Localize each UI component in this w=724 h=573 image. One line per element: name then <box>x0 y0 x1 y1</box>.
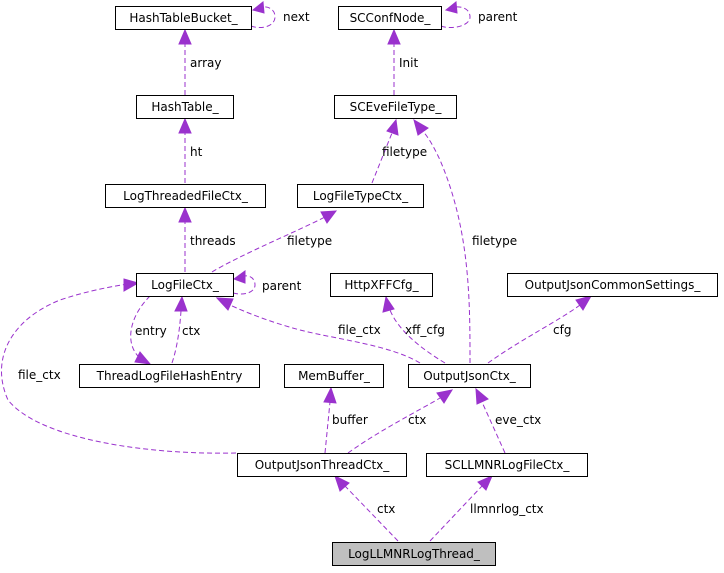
node-sc-conf-node[interactable]: SCConfNode_ <box>338 6 442 30</box>
edge-label-buffer: buffer <box>332 413 368 427</box>
edge-label-conf-parent: parent <box>478 10 518 24</box>
edge-array: array <box>178 28 221 95</box>
edge-cfg: cfg <box>487 295 593 364</box>
node-scllmnr-log-file-ctx[interactable]: SCLLMNRLogFileCtx_ <box>426 453 588 477</box>
edge-ctx-thread: ctx <box>347 389 454 454</box>
node-hash-table[interactable]: HashTable_ <box>136 95 234 119</box>
node-label-scllmnr-log-file-ctx: SCLLMNRLogFileCtx_ <box>445 458 571 472</box>
edge-bucket-next: next <box>250 1 310 29</box>
edge-label-ht: ht <box>190 145 203 159</box>
edge-eve-ctx: eve_ctx <box>475 387 541 454</box>
node-http-xff-cfg[interactable]: HttpXFFCfg_ <box>330 273 433 297</box>
edge-label-threads: threads <box>190 234 236 248</box>
edge-label-filetype-eve: filetype <box>382 145 427 159</box>
edge-label-next: next <box>283 10 310 24</box>
edge-label-ctx-entry: ctx <box>182 324 200 338</box>
node-label-output-json-ctx: OutputJsonCtx_ <box>423 369 517 383</box>
edge-label-filetype-typectx: filetype <box>287 234 332 248</box>
edge-label-eve-ctx: eve_ctx <box>495 413 541 427</box>
node-label-thread-log-file-hash-entry: ThreadLogFileHashEntry <box>96 369 243 383</box>
node-log-file-ctx[interactable]: LogFileCtx_ <box>136 273 234 297</box>
edge-label-file-ctx-json: file_ctx <box>338 323 381 337</box>
edge-label-init: Init <box>399 56 418 70</box>
edge-label-file-ctx-thread: file_ctx <box>18 368 61 382</box>
edge-filetype-json: filetype <box>413 118 517 364</box>
node-log-threaded-file-ctx[interactable]: LogThreadedFileCtx_ <box>105 184 266 208</box>
node-label-log-file-type-ctx: LogFileTypeCtx_ <box>313 189 409 203</box>
edge-file-ctx-json: file_ctx <box>215 297 421 364</box>
node-mem-buffer[interactable]: MemBuffer_ <box>284 364 384 388</box>
node-label-log-file-ctx: LogFileCtx_ <box>151 278 220 292</box>
node-sc-eve-file-type[interactable]: SCEveFileType_ <box>334 95 457 119</box>
node-log-file-type-ctx[interactable]: LogFileTypeCtx_ <box>297 184 424 208</box>
node-label-mem-buffer: MemBuffer_ <box>298 369 371 383</box>
edge-label-array: array <box>190 56 221 70</box>
edge-label-entry: entry <box>135 324 167 338</box>
edge-label-llmnrlog-ctx: llmnrlog_ctx <box>470 502 544 516</box>
node-hash-table-bucket[interactable]: HashTableBucket_ <box>115 6 252 30</box>
node-output-json-common-settings[interactable]: OutputJsonCommonSettings_ <box>507 273 718 297</box>
node-output-json-thread-ctx[interactable]: OutputJsonThreadCtx_ <box>237 453 407 477</box>
edge-ctx-entry: ctx <box>171 295 200 364</box>
edge-ht: ht <box>178 117 203 183</box>
edge-filetype-typectx: filetype <box>211 210 338 273</box>
edge-ctx-llmnr: ctx <box>334 475 399 542</box>
edge-init: Init <box>387 28 418 95</box>
edge-llmnrlog-ctx: llmnrlog_ctx <box>429 475 544 542</box>
edge-label-logfile-parent: parent <box>262 279 302 293</box>
edge-buffer: buffer <box>323 386 368 454</box>
edge-logfile-parent: parent <box>232 270 302 295</box>
edge-label-cfg: cfg <box>553 323 571 337</box>
edge-conf-parent: parent <box>440 1 518 29</box>
node-label-output-json-common-settings: OutputJsonCommonSettings_ <box>525 278 702 292</box>
edge-label-filetype-json: filetype <box>472 234 517 248</box>
node-label-hash-table-bucket: HashTableBucket_ <box>129 11 238 25</box>
node-label-sc-conf-node: SCConfNode_ <box>350 11 432 25</box>
edge-xff-cfg: xff_cfg <box>382 295 446 364</box>
edge-label-ctx-llmnr: ctx <box>377 502 395 516</box>
edge-entry: entry <box>130 295 167 365</box>
edge-label-xff-cfg: xff_cfg <box>405 323 445 337</box>
node-output-json-ctx[interactable]: OutputJsonCtx_ <box>408 364 531 388</box>
node-label-hash-table: HashTable_ <box>151 100 219 114</box>
node-thread-log-file-hash-entry[interactable]: ThreadLogFileHashEntry <box>79 364 260 388</box>
edge-label-ctx-thread: ctx <box>408 413 426 427</box>
node-label-http-xff-cfg: HttpXFFCfg_ <box>344 278 419 292</box>
node-label-log-threaded-file-ctx: LogThreadedFileCtx_ <box>123 189 249 203</box>
node-label-log-llmnr-log-thread: LogLLMNRLogThread_ <box>348 547 481 561</box>
edge-threads: threads <box>178 206 236 272</box>
node-log-llmnr-log-thread[interactable]: LogLLMNRLogThread_ <box>332 542 496 566</box>
node-label-output-json-thread-ctx: OutputJsonThreadCtx_ <box>255 458 391 472</box>
edge-filetype-eve: filetype <box>371 118 427 184</box>
edge-file-ctx-thread: file_ctx <box>1 278 237 454</box>
node-label-sc-eve-file-type: SCEveFileType_ <box>350 100 443 114</box>
